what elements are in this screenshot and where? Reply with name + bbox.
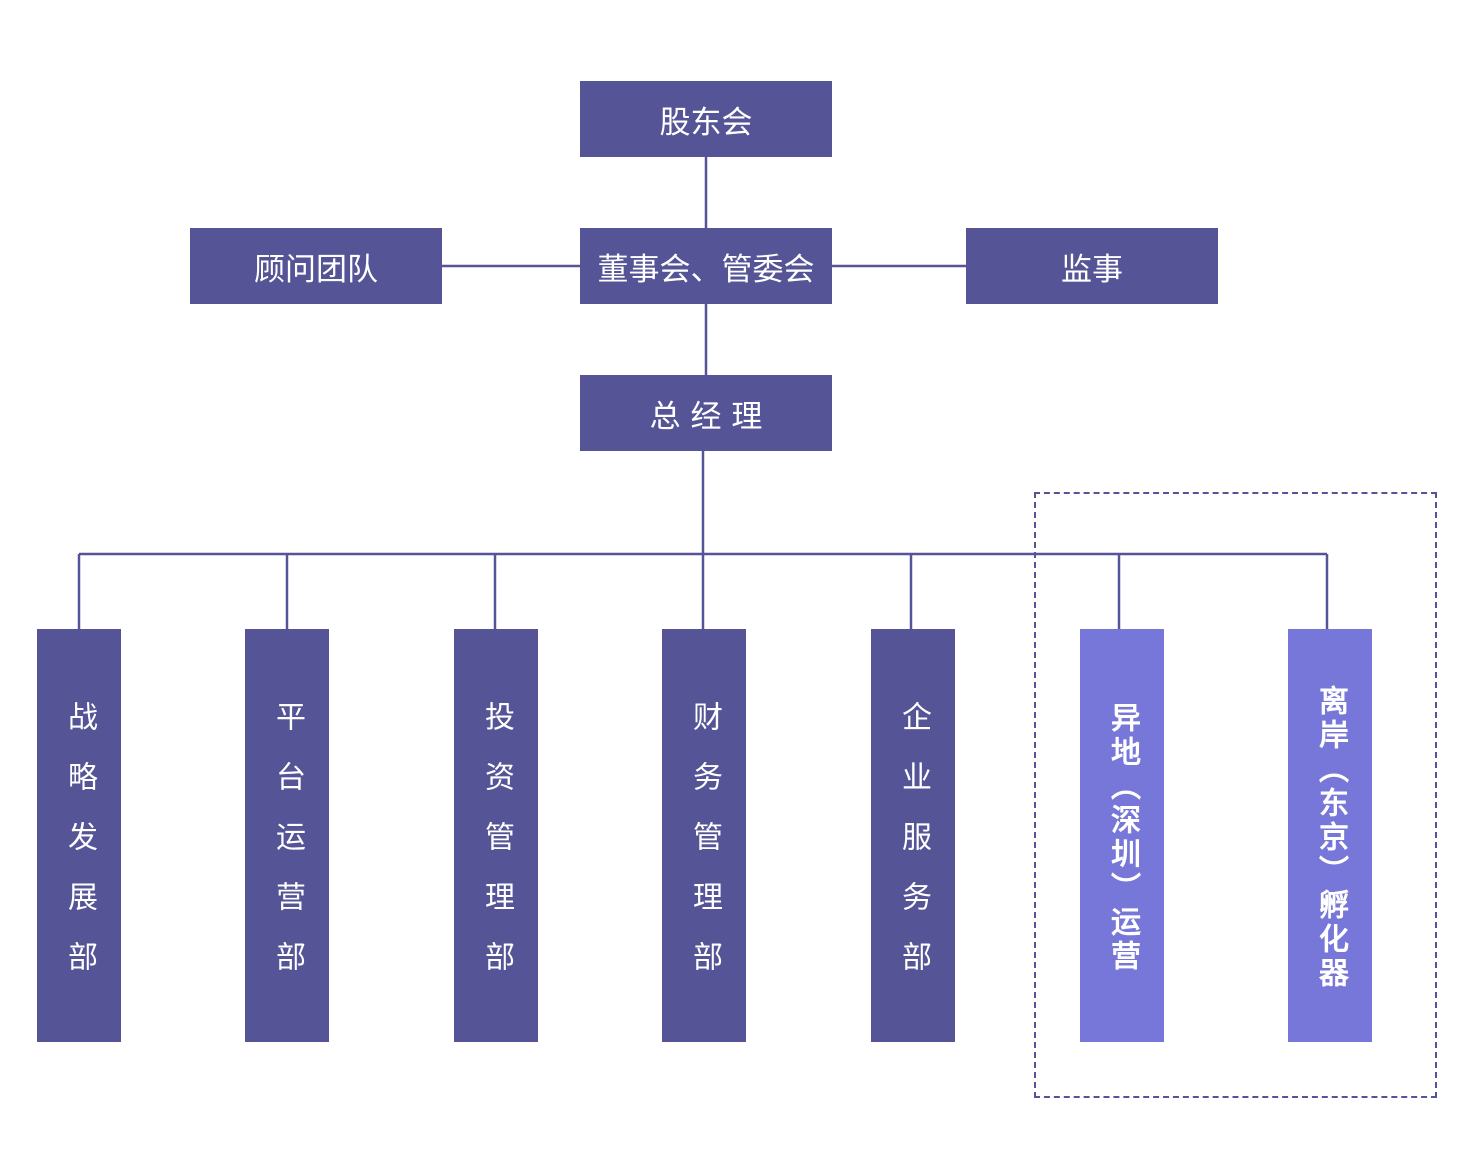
department-box-investment: 投资管理部 — [454, 629, 538, 1042]
general-manager-label: 总 经 理 — [649, 398, 763, 435]
department-label: 平台运营部 — [270, 700, 305, 1001]
branch-label: 离岸（东京）孵化器 — [1313, 684, 1348, 991]
supervisor-box: 监事 — [966, 228, 1218, 304]
department-label: 投资管理部 — [479, 700, 514, 1001]
advisors-label: 顾问团队 — [254, 251, 378, 288]
board-label: 董事会、管委会 — [597, 251, 815, 288]
department-label: 战略发展部 — [62, 700, 97, 1001]
department-box-enterprise-service: 企业服务部 — [871, 629, 955, 1042]
department-label: 企业服务部 — [896, 700, 931, 1001]
advisors-box: 顾问团队 — [190, 228, 442, 304]
supervisor-label: 监事 — [1061, 251, 1123, 288]
shareholders-label: 股东会 — [659, 104, 753, 141]
shareholders-box: 股东会 — [580, 81, 832, 157]
branch-box-shenzhen: 异地（深圳）运营 — [1080, 629, 1164, 1042]
general-manager-box: 总 经 理 — [580, 375, 832, 451]
department-box-finance: 财务管理部 — [662, 629, 746, 1042]
department-box-strategy: 战略发展部 — [37, 629, 121, 1042]
branch-box-tokyo: 离岸（东京）孵化器 — [1288, 629, 1372, 1042]
department-label: 财务管理部 — [687, 700, 722, 1001]
department-box-platform-ops: 平台运营部 — [245, 629, 329, 1042]
board-box: 董事会、管委会 — [580, 228, 832, 304]
branch-group-dashed-border — [1034, 492, 1437, 1098]
branch-label: 异地（深圳）运营 — [1105, 701, 1140, 974]
